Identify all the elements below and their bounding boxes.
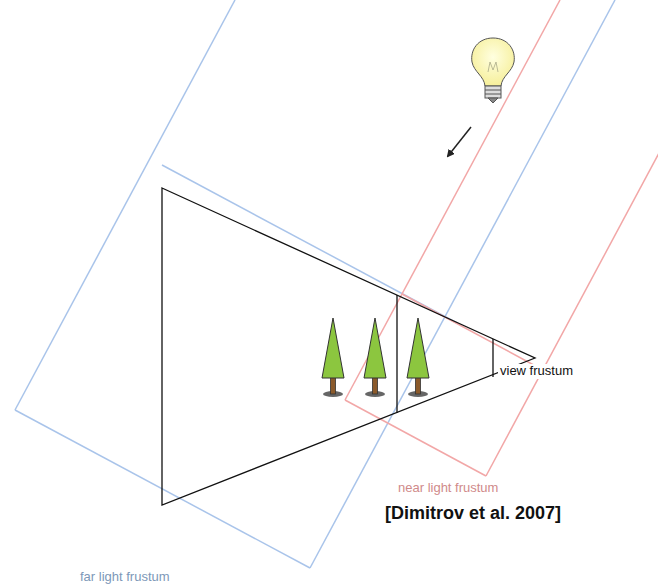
view-frustum bbox=[162, 188, 535, 505]
trees bbox=[322, 318, 429, 397]
near-light-frustum bbox=[345, 0, 658, 476]
light-bulb bbox=[472, 38, 515, 103]
light-direction-arrow bbox=[448, 127, 471, 156]
far-frustum-label: far light frustum bbox=[80, 570, 170, 585]
citation: [Dimitrov et al. 2007] bbox=[385, 503, 561, 524]
near-frustum-label: near light frustum bbox=[398, 481, 498, 496]
far-light-frustum bbox=[15, 0, 615, 568]
view-frustum-label: view frustum bbox=[498, 364, 575, 379]
